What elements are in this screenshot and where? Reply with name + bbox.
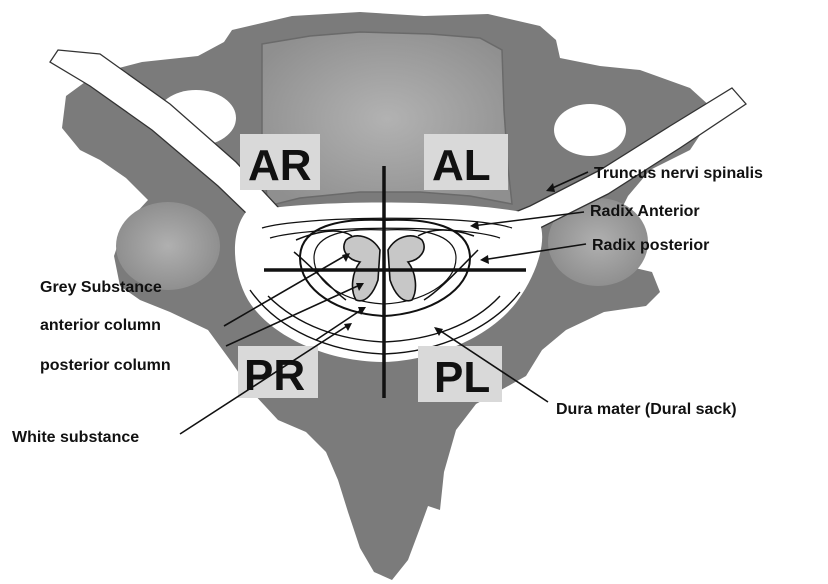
- white-substance-label: White substance: [12, 429, 139, 446]
- radix-posterior-label: Radix posterior: [592, 237, 709, 254]
- grey-substance-label: Grey Substance: [40, 279, 162, 296]
- right-facet: [116, 202, 220, 290]
- radix-anterior-label: Radix Anterior: [590, 203, 700, 220]
- quadrant-label-ar: AR: [248, 141, 312, 190]
- posterior-column-label: posterior column: [40, 357, 171, 374]
- quadrant-label-al: AL: [432, 141, 491, 190]
- anterior-column-label: anterior column: [40, 317, 161, 334]
- quadrant-label-pl: PL: [434, 353, 490, 402]
- dura-mater-label: Dura mater (Dural sack): [556, 401, 737, 418]
- left-foramen: [554, 104, 626, 156]
- truncus-nervi-spinalis-label: Truncus nervi spinalis: [594, 165, 763, 182]
